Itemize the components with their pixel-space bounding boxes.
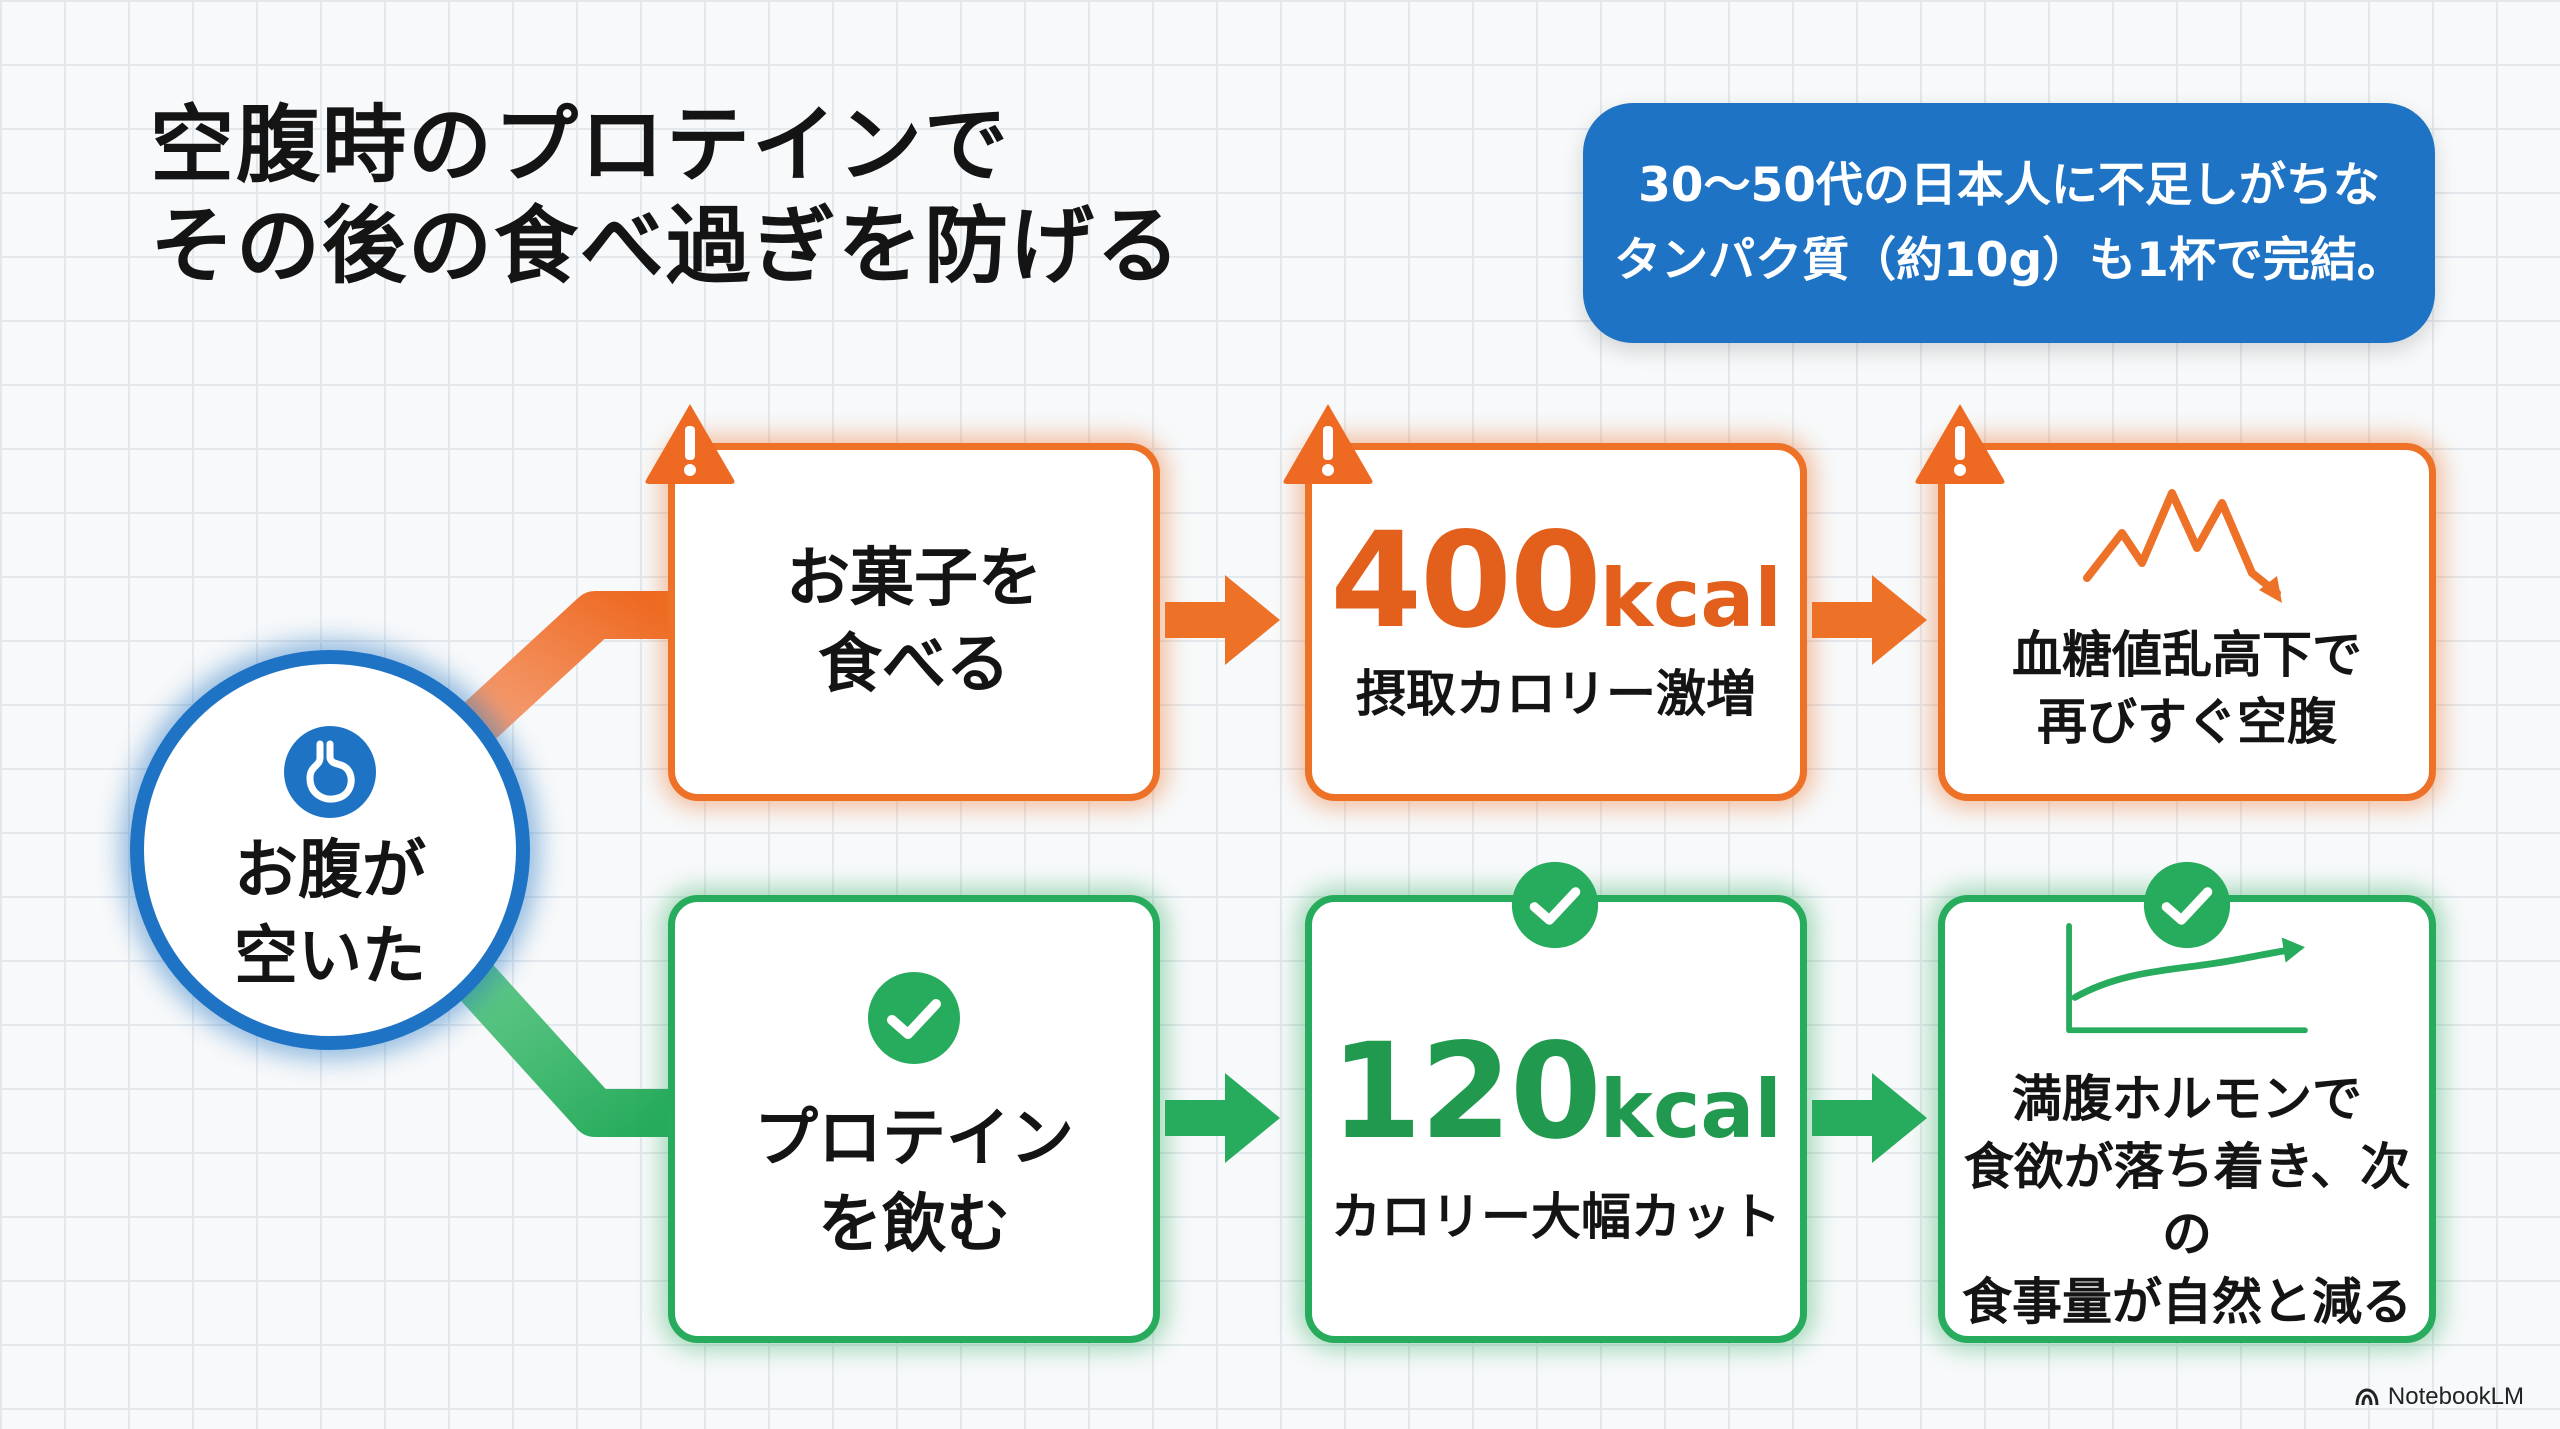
good-kcal-readout: 120kcal (1330, 1026, 1782, 1158)
bad-step2-caption: 摂取カロリー激増 (1356, 665, 1756, 724)
rising-line-icon (2066, 922, 2308, 1034)
bad-step-eat-snacks: お菓子を 食べる (668, 443, 1160, 801)
bad-step-calories: 400kcal 摂取カロリー激増 (1305, 443, 1807, 801)
warning-icon (1915, 404, 2005, 484)
good-step2-caption: カロリー大幅カット (1331, 1188, 1781, 1247)
bad-step3-caption: 血糖値乱高下で 再びすぐ空腹 (2012, 625, 2362, 752)
callout-line-2: タンパク質（約10g）も1杯で完結。 (1614, 233, 2404, 288)
bad-path-connector (453, 591, 670, 748)
notebooklm-watermark: NotebookLM (2354, 1383, 2524, 1411)
bad-arrow-1 (1165, 575, 1280, 665)
title-line-2: その後の食べ過ぎを防げる (150, 196, 1183, 295)
good-kcal-value: 120 (1330, 1015, 1602, 1170)
bad-step1-label: お菓子を 食べる (786, 541, 1042, 702)
callout-line-1: 30〜50代の日本人に不足しがちな (1638, 157, 2380, 213)
good-arrow-2 (1812, 1073, 1927, 1163)
title-line-1: 空腹時のプロテインで (150, 96, 1011, 194)
bad-arrow-2 (1812, 575, 1927, 665)
bad-kcal-unit: kcal (1599, 552, 1782, 646)
page-title: 空腹時のプロテインで その後の食べ過ぎを防げる (150, 95, 1182, 297)
check-icon (868, 971, 960, 1064)
bad-kcal-readout: 400kcal (1330, 515, 1782, 647)
good-step-satiety: 満腹ホルモンで 食欲が落ち着き、次の 食事量が自然と減る (1938, 895, 2436, 1343)
good-kcal-unit: kcal (1599, 1063, 1782, 1157)
bad-step-blood-sugar: 血糖値乱高下で 再びすぐ空腹 (1938, 443, 2436, 801)
good-step-drink-protein: プロテイン を飲む (668, 895, 1160, 1343)
check-icon (2143, 861, 2231, 949)
warning-icon (1283, 404, 1373, 484)
bad-kcal-value: 400 (1330, 504, 1602, 659)
spiking-line-icon (2083, 488, 2282, 603)
start-node: お腹が 空いた (130, 650, 530, 1050)
good-step3-caption: 満腹ホルモンで 食欲が落ち着き、次の 食事量が自然と減る (1962, 1070, 2412, 1331)
good-step1-label: プロテイン を飲む (754, 1101, 1074, 1262)
good-arrow-1 (1165, 1073, 1280, 1163)
check-icon (1511, 861, 1599, 949)
stomach-icon (284, 726, 376, 818)
warning-icon (645, 404, 735, 484)
footer-brand: NotebookLM (2387, 1383, 2524, 1410)
good-step-calories: 120kcal カロリー大幅カット (1305, 895, 1807, 1343)
good-path-connector (452, 958, 670, 1137)
protein-callout: 30〜50代の日本人に不足しがちな タンパク質（約10g）も1杯で完結。 (1583, 103, 2435, 343)
start-node-label: お腹が 空いた (234, 834, 426, 995)
notebooklm-logo-icon (2355, 1388, 2379, 1406)
